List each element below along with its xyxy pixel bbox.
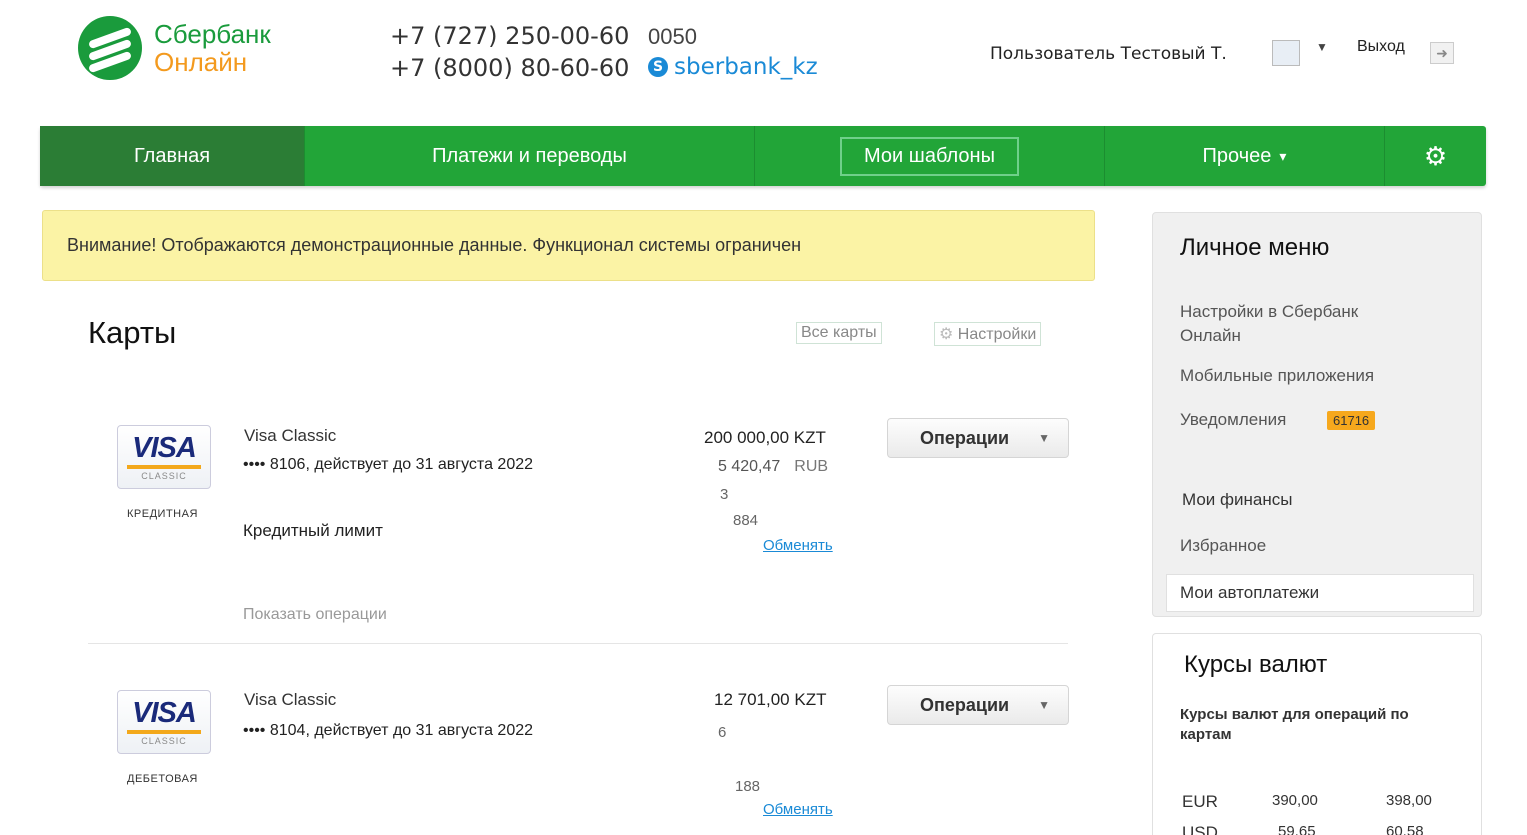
operations-button[interactable]: Операции ▼	[887, 418, 1069, 458]
currency-eur: EUR	[1182, 792, 1218, 811]
card-type-label: КРЕДИТНАЯ	[127, 508, 198, 520]
card-image[interactable]: VISA CLASSIC	[117, 425, 211, 489]
rate-buy: 59,65	[1278, 823, 1316, 835]
sidebar-item-favorites[interactable]: Избранное	[1180, 536, 1267, 555]
rate-buy: 390,00	[1272, 792, 1318, 809]
nav-item-other[interactable]: Прочее ▾	[1105, 126, 1385, 186]
autopay-row[interactable]	[1166, 574, 1474, 612]
sidebar-item-settings[interactable]: Настройки в Сбербанк Онлайн	[1180, 302, 1359, 345]
rates-title: Курсы валют	[1184, 651, 1328, 678]
card-number: •••• 8104, действует до 31 августа 2022	[243, 722, 534, 739]
card-balance: 200 000,00 KZT	[704, 428, 826, 447]
exchange-link[interactable]: Обменять	[763, 801, 833, 818]
sidebar-item-mobile-apps[interactable]: Мобильные приложения	[1180, 366, 1375, 385]
show-operations-link[interactable]: Показать операции	[243, 606, 387, 623]
card-extra-value-a: 6	[718, 724, 727, 741]
personal-menu-title: Личное меню	[1180, 234, 1330, 261]
gear-icon: ⚙	[939, 326, 958, 343]
nav-item-templates[interactable]: Мои шаблоны	[755, 126, 1105, 186]
support-phones: +7 (727) 250-00-60 +7 (8000) 80-60-60	[390, 20, 629, 84]
card-extra-value-a: 3	[720, 486, 729, 503]
demo-notice: Внимание! Отображаются демонстрационные …	[42, 210, 1095, 281]
chevron-down-icon: ▾	[1279, 147, 1287, 164]
rate-sell: 398,00	[1386, 792, 1432, 809]
header-extra-text: 0050	[648, 24, 697, 49]
chevron-down-icon[interactable]: ▼	[1316, 40, 1328, 54]
chevron-down-icon: ▼	[1038, 431, 1050, 445]
card-number: •••• 8106, действует до 31 августа 2022	[243, 456, 534, 473]
credit-limit-label: Кредитный лимит	[243, 521, 383, 540]
logout-icon[interactable]: ➜	[1430, 42, 1454, 64]
chevron-down-icon: ▼	[1038, 698, 1050, 712]
settings-button[interactable]: ⚙	[1385, 126, 1486, 186]
exchange-rates-panel	[1152, 633, 1482, 835]
rate-sell: 60,58	[1386, 823, 1424, 835]
avatar[interactable]	[1272, 40, 1300, 66]
logout-button[interactable]: Выход	[1357, 38, 1405, 55]
user-name: Пользователь Тестовый Т.	[990, 44, 1227, 64]
rates-subtitle: Курсы валют для операций по картам	[1180, 706, 1409, 743]
exchange-link[interactable]: Обменять	[763, 537, 833, 554]
phone-1: +7 (727) 250-00-60	[390, 22, 630, 50]
bank-logo[interactable]: Сбербанк Онлайн	[70, 12, 322, 84]
card-name[interactable]: Visa Classic	[244, 690, 337, 709]
card-balance: 12 701,00 KZT	[714, 690, 827, 709]
operations-button[interactable]: Операции ▼	[887, 685, 1069, 725]
skype-icon: S	[648, 57, 668, 77]
logo-text: Сбербанк Онлайн	[154, 19, 271, 77]
section-title-cards: Карты	[88, 315, 177, 350]
nav-item-home[interactable]: Главная	[40, 126, 305, 186]
card-name[interactable]: Visa Classic	[244, 426, 337, 445]
sidebar-item-notifications[interactable]: Уведомления	[1180, 410, 1287, 429]
currency-usd: USD	[1182, 823, 1218, 835]
nav-item-payments[interactable]: Платежи и переводы	[305, 126, 755, 186]
card-type-label: ДЕБЕТОВАЯ	[127, 773, 198, 785]
personal-menu-panel	[1152, 212, 1482, 617]
sidebar-item-autopay[interactable]: Мои автоплатежи	[1180, 583, 1320, 602]
notifications-badge: 61716	[1327, 411, 1376, 430]
skype-link[interactable]: S sberbank_kz	[648, 54, 818, 80]
sidebar-item-finances[interactable]: Мои финансы	[1182, 490, 1293, 509]
card-extra-value-b: 188	[735, 778, 761, 795]
logo-icon	[78, 16, 142, 80]
card-settings-link[interactable]: ⚙ Настройки	[934, 322, 1042, 346]
card-image[interactable]: VISA CLASSIC	[117, 690, 211, 754]
phone-2: +7 (8000) 80-60-60	[390, 54, 630, 82]
card-divider	[88, 643, 1068, 644]
gear-icon: ⚙	[1423, 140, 1448, 171]
main-nav: Главная Платежи и переводы Мои шаблоны П…	[40, 126, 1486, 186]
card-extra-value-b: 884	[733, 512, 759, 529]
all-cards-link[interactable]: Все карты	[796, 322, 882, 344]
